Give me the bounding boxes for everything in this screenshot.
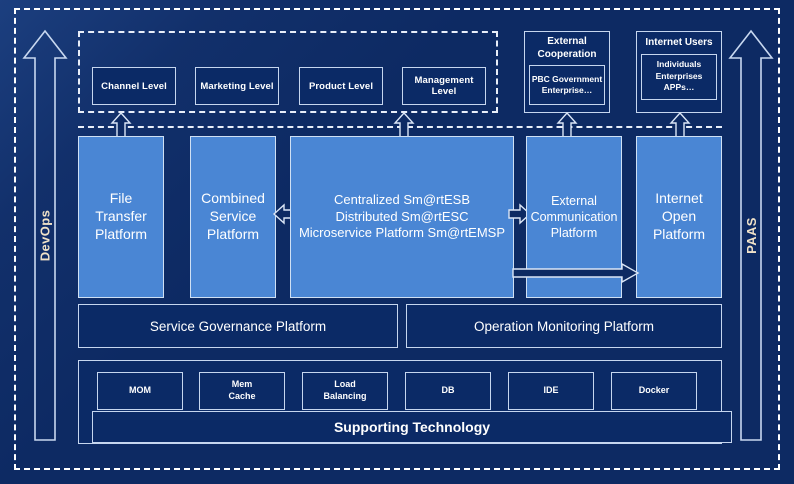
internet-users-inner-box: Individuals Enterprises APPs… — [641, 53, 717, 100]
service-governance-platform-box[interactable]: Service Governance Platform — [78, 304, 398, 348]
external-cooperation-inner-label: PBC Government Enterprise… — [531, 73, 603, 95]
internet-users-box[interactable]: Internet Users Individuals Enterprises A… — [636, 31, 722, 113]
business-levels-zone — [78, 31, 498, 113]
external-cooperation-up-arrow — [556, 112, 578, 138]
level-box-management[interactable]: Management Level — [402, 67, 486, 105]
tech-chip-label-docker: Docker — [638, 385, 670, 396]
platform-box-combined-service[interactable]: Combined Service Platform — [190, 136, 276, 298]
external-cooperation-box[interactable]: External Cooperation PBC Government Ente… — [524, 31, 610, 113]
devops-arrow: DevOps — [22, 28, 68, 443]
external-cooperation-title: External Cooperation — [537, 36, 597, 60]
paas-arrow: PAAS — [728, 28, 774, 443]
tech-chip-db[interactable]: DB — [405, 372, 491, 410]
operation-monitoring-platform-box[interactable]: Operation Monitoring Platform — [406, 304, 722, 348]
level-label-channel: Channel Level — [101, 80, 167, 92]
internet-users-inner-label: Individuals Enterprises APPs… — [655, 59, 703, 93]
tech-chip-docker[interactable]: Docker — [611, 372, 697, 410]
platform-box-core-esb[interactable]: Centralized Sm@rtESB Distributed Sm@rtES… — [290, 136, 514, 298]
internet-users-up-arrow — [669, 112, 691, 138]
level-box-channel[interactable]: Channel Level — [92, 67, 176, 105]
supporting-technology-banner[interactable]: Supporting Technology — [92, 411, 732, 443]
level-label-management: Management Level — [414, 75, 474, 97]
supporting-technology-label: Supporting Technology — [333, 419, 491, 435]
level-box-marketing[interactable]: Marketing Level — [195, 67, 279, 105]
tech-chip-ide[interactable]: IDE — [508, 372, 594, 410]
platform-label-file-transfer: File Transfer Platform — [94, 190, 148, 242]
tech-chip-label-ide: IDE — [543, 385, 559, 396]
management-level-up-arrow — [393, 112, 415, 138]
internet-users-title: Internet Users — [645, 37, 713, 48]
outer-dashed-frame — [14, 8, 780, 470]
tech-chip-label-db: DB — [441, 385, 455, 396]
platform-box-file-transfer[interactable]: File Transfer Platform — [78, 136, 164, 298]
channel-level-up-arrow — [110, 112, 132, 138]
service-governance-platform-label: Service Governance Platform — [149, 318, 327, 334]
platform-label-combined-service: Combined Service Platform — [201, 190, 265, 242]
level-label-product: Product Level — [308, 80, 374, 92]
platform-label-internet-open: Internet Open Platform — [652, 190, 706, 242]
external-cooperation-inner-box: PBC Government Enterprise… — [529, 65, 605, 105]
tech-chip-label-mom: MOM — [129, 385, 151, 396]
platform-label-core-esb: Centralized Sm@rtESB Distributed Sm@rtES… — [298, 192, 506, 241]
operation-monitoring-platform-label: Operation Monitoring Platform — [473, 318, 655, 334]
platform-label-external-communication: External Communication Platform — [530, 194, 618, 240]
core-to-internet-open-right-arrow — [512, 262, 640, 284]
level-label-marketing: Marketing Level — [200, 80, 274, 92]
tech-chip-mom[interactable]: MOM — [97, 372, 183, 410]
core-to-external-right-arrow — [508, 203, 532, 225]
level-box-product[interactable]: Product Level — [299, 67, 383, 105]
platform-box-internet-open[interactable]: Internet Open Platform — [636, 136, 722, 298]
